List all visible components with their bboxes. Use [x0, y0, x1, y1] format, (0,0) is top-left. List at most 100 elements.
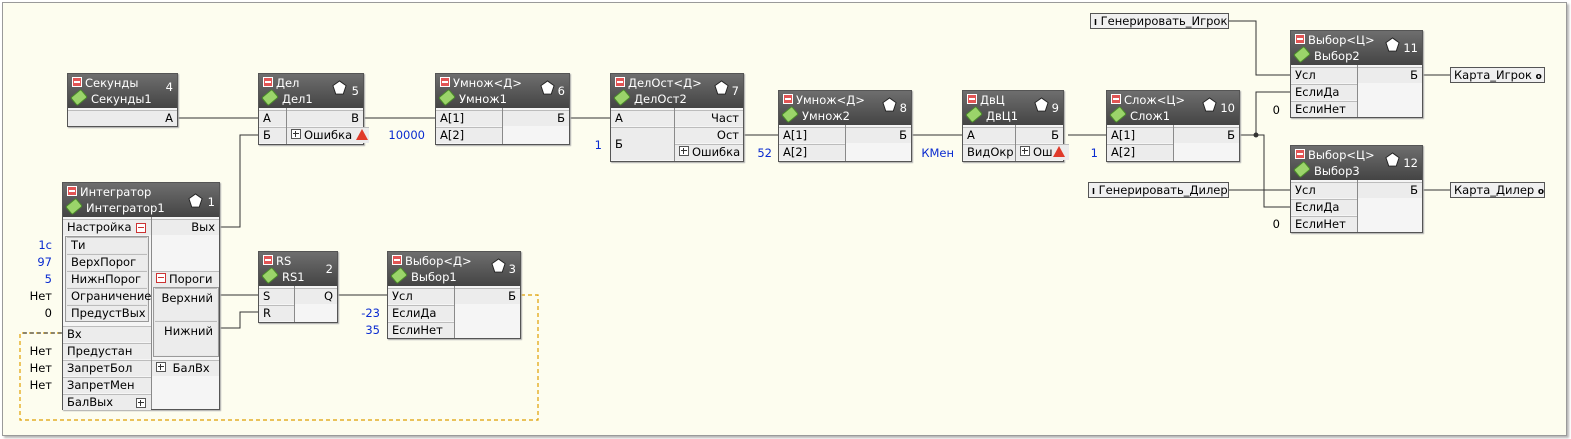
constant-value[interactable]: 1с	[38, 238, 52, 252]
block-integrator[interactable]: Интегратор Интегратор1 1 Настройка Ти Ве…	[62, 182, 220, 410]
constant-value[interactable]: 1	[1090, 146, 1098, 160]
thresholds-group-toggle[interactable]: Пороги	[152, 271, 219, 287]
constant-value[interactable]: 35	[365, 323, 380, 337]
port-in-a2[interactable]: А[2]	[436, 127, 502, 143]
port-out-upper[interactable]: Верхний	[155, 288, 217, 320]
port-in-if-true[interactable]: ЕслиДа	[388, 305, 454, 321]
expand-icon[interactable]	[679, 146, 689, 156]
port-in-a[interactable]: А	[259, 110, 286, 126]
port-out-balance-in[interactable]: БалВх	[152, 360, 219, 376]
collapse-icon[interactable]	[1111, 94, 1121, 104]
port-in-if-true[interactable]: ЕслиДа	[1291, 199, 1357, 215]
port-in-lower-threshold[interactable]: НижнПорог	[67, 271, 147, 287]
constant-value[interactable]: -23	[361, 306, 380, 320]
port-out-a[interactable]: А	[68, 110, 177, 126]
port-in-a2[interactable]: А[2]	[1107, 144, 1173, 160]
port-in-rounding[interactable]: ВидОкр	[963, 144, 1015, 160]
collapse-icon[interactable]	[156, 273, 166, 283]
constant-value[interactable]: Нет	[29, 361, 52, 375]
block-header[interactable]: RS RS1 2	[259, 252, 337, 286]
port-out-b[interactable]: Б	[1358, 182, 1422, 198]
port-out-error[interactable]: Ош	[1016, 144, 1069, 160]
collapse-icon[interactable]	[615, 77, 625, 87]
collapse-icon[interactable]	[967, 94, 977, 104]
port-in-upper-threshold[interactable]: ВерхПорог	[67, 254, 147, 270]
block-header[interactable]: Интегратор Интегратор1 1	[63, 183, 219, 217]
port-in-b[interactable]: Б	[611, 127, 674, 160]
output-card-player[interactable]: Карта_Игрок o	[1450, 67, 1545, 83]
port-out-b[interactable]: Б	[455, 288, 520, 304]
port-in-r[interactable]: R	[259, 305, 294, 321]
expand-icon[interactable]	[156, 362, 166, 372]
port-in-forbid-dec[interactable]: ЗапретМен	[63, 377, 151, 393]
block-select-2[interactable]: Выбор<Ц> Выбор2 11 Усл ЕслиДа ЕслиНет Б	[1290, 30, 1423, 118]
block-add[interactable]: Слож<Ц> Слож1 10 А[1] А[2] Б	[1106, 90, 1240, 162]
block-header[interactable]: ДвЦ ДвЦ1 9	[963, 91, 1063, 125]
collapse-icon[interactable]	[783, 94, 793, 104]
port-out-error[interactable]: Ошибка	[675, 144, 743, 160]
port-in-input[interactable]: Вх	[63, 326, 151, 342]
port-in-cond[interactable]: Усл	[388, 288, 454, 304]
port-in-a1[interactable]: А[1]	[1107, 127, 1173, 143]
port-out-b[interactable]: Б	[503, 110, 569, 126]
expand-icon[interactable]	[136, 398, 146, 408]
block-header[interactable]: Выбор<Ц> Выбор3 12	[1291, 146, 1422, 180]
port-out-v[interactable]: В	[287, 110, 363, 126]
constant-value[interactable]: Нет	[29, 378, 52, 392]
input-generate-dealer[interactable]: I Генерировать_Дилер	[1088, 182, 1229, 198]
collapse-icon[interactable]	[440, 77, 450, 87]
port-in-a1[interactable]: А[1]	[779, 127, 845, 143]
block-divide[interactable]: Дел Дел1 5 А Б В Ошибка	[258, 73, 369, 145]
block-header[interactable]: Дел Дел1 5	[259, 74, 363, 108]
settings-group-toggle[interactable]: Настройка	[63, 219, 151, 235]
collapse-icon[interactable]	[1295, 149, 1305, 159]
port-in-a[interactable]: А	[963, 127, 1015, 143]
collapse-icon[interactable]	[67, 186, 77, 196]
port-out-b[interactable]: Б	[1174, 127, 1239, 143]
block-seconds[interactable]: Секунды Секунды1 4 А	[67, 73, 178, 127]
constant-value[interactable]: 97	[37, 255, 52, 269]
port-in-a2[interactable]: А[2]	[779, 144, 845, 160]
constant-value[interactable]: 0	[1272, 103, 1280, 117]
port-out-q[interactable]: Q	[295, 288, 337, 304]
port-in-b[interactable]: Б	[259, 127, 286, 143]
port-in-forbid-inc[interactable]: ЗапретБол	[63, 360, 151, 376]
constant-value[interactable]: КМен	[921, 146, 954, 160]
block-header[interactable]: Умнож<Д> Умнож2 8	[779, 91, 911, 125]
collapse-icon[interactable]	[1295, 34, 1305, 44]
port-in-a1[interactable]: А[1]	[436, 110, 502, 126]
constant-value[interactable]: 0	[44, 306, 52, 320]
port-in-if-false[interactable]: ЕслиНет	[1291, 101, 1357, 117]
expand-icon[interactable]	[1020, 146, 1030, 156]
constant-value[interactable]: 1	[594, 138, 602, 152]
port-out-lower[interactable]: Нижний	[155, 321, 217, 355]
port-in-balance-out[interactable]: БалВых	[63, 394, 151, 410]
output-card-dealer[interactable]: Карта_Дилер o	[1450, 182, 1545, 198]
block-header[interactable]: Слож<Ц> Слож1 10	[1107, 91, 1239, 125]
port-out-output[interactable]: Вых	[152, 219, 219, 235]
port-in-if-true[interactable]: ЕслиДа	[1291, 84, 1357, 100]
block-header[interactable]: Выбор<Ц> Выбор2 11	[1291, 31, 1422, 65]
port-out-remainder[interactable]: Ост	[675, 127, 743, 143]
port-in-preset-out[interactable]: ПредустВых	[67, 305, 147, 321]
collapse-icon[interactable]	[392, 255, 402, 265]
port-in-ti[interactable]: Ти	[67, 237, 147, 253]
constant-value[interactable]: 52	[757, 146, 772, 160]
block-double-to-int[interactable]: ДвЦ ДвЦ1 9 А ВидОкр Б Ош	[962, 90, 1069, 162]
input-generate-player[interactable]: I Генерировать_Игрок	[1090, 13, 1229, 29]
constant-value[interactable]: Нет	[29, 344, 52, 358]
port-in-a[interactable]: А	[611, 110, 674, 126]
port-out-error[interactable]: Ошибка	[287, 127, 369, 143]
port-out-b[interactable]: Б	[1016, 127, 1063, 143]
block-multiply-2[interactable]: Умнож<Д> Умнож2 8 А[1] А[2] Б	[778, 90, 912, 162]
block-select-3[interactable]: Выбор<Ц> Выбор3 12 Усл ЕслиДа ЕслиНет Б	[1290, 145, 1423, 233]
collapse-icon[interactable]	[72, 77, 82, 87]
block-rs-trigger[interactable]: RS RS1 2 S R Q	[258, 251, 338, 323]
port-out-quotient[interactable]: Част	[675, 110, 743, 126]
port-in-cond[interactable]: Усл	[1291, 182, 1357, 198]
collapse-icon[interactable]	[136, 223, 146, 233]
block-header[interactable]: Умнож<Д> Умнож1 6	[436, 74, 569, 108]
constant-value[interactable]: 10000	[388, 128, 425, 142]
port-in-preset[interactable]: Предустан	[63, 343, 151, 359]
block-select-1[interactable]: Выбор<Д> Выбор1 3 Усл ЕслиДа ЕслиНет Б	[387, 251, 521, 339]
